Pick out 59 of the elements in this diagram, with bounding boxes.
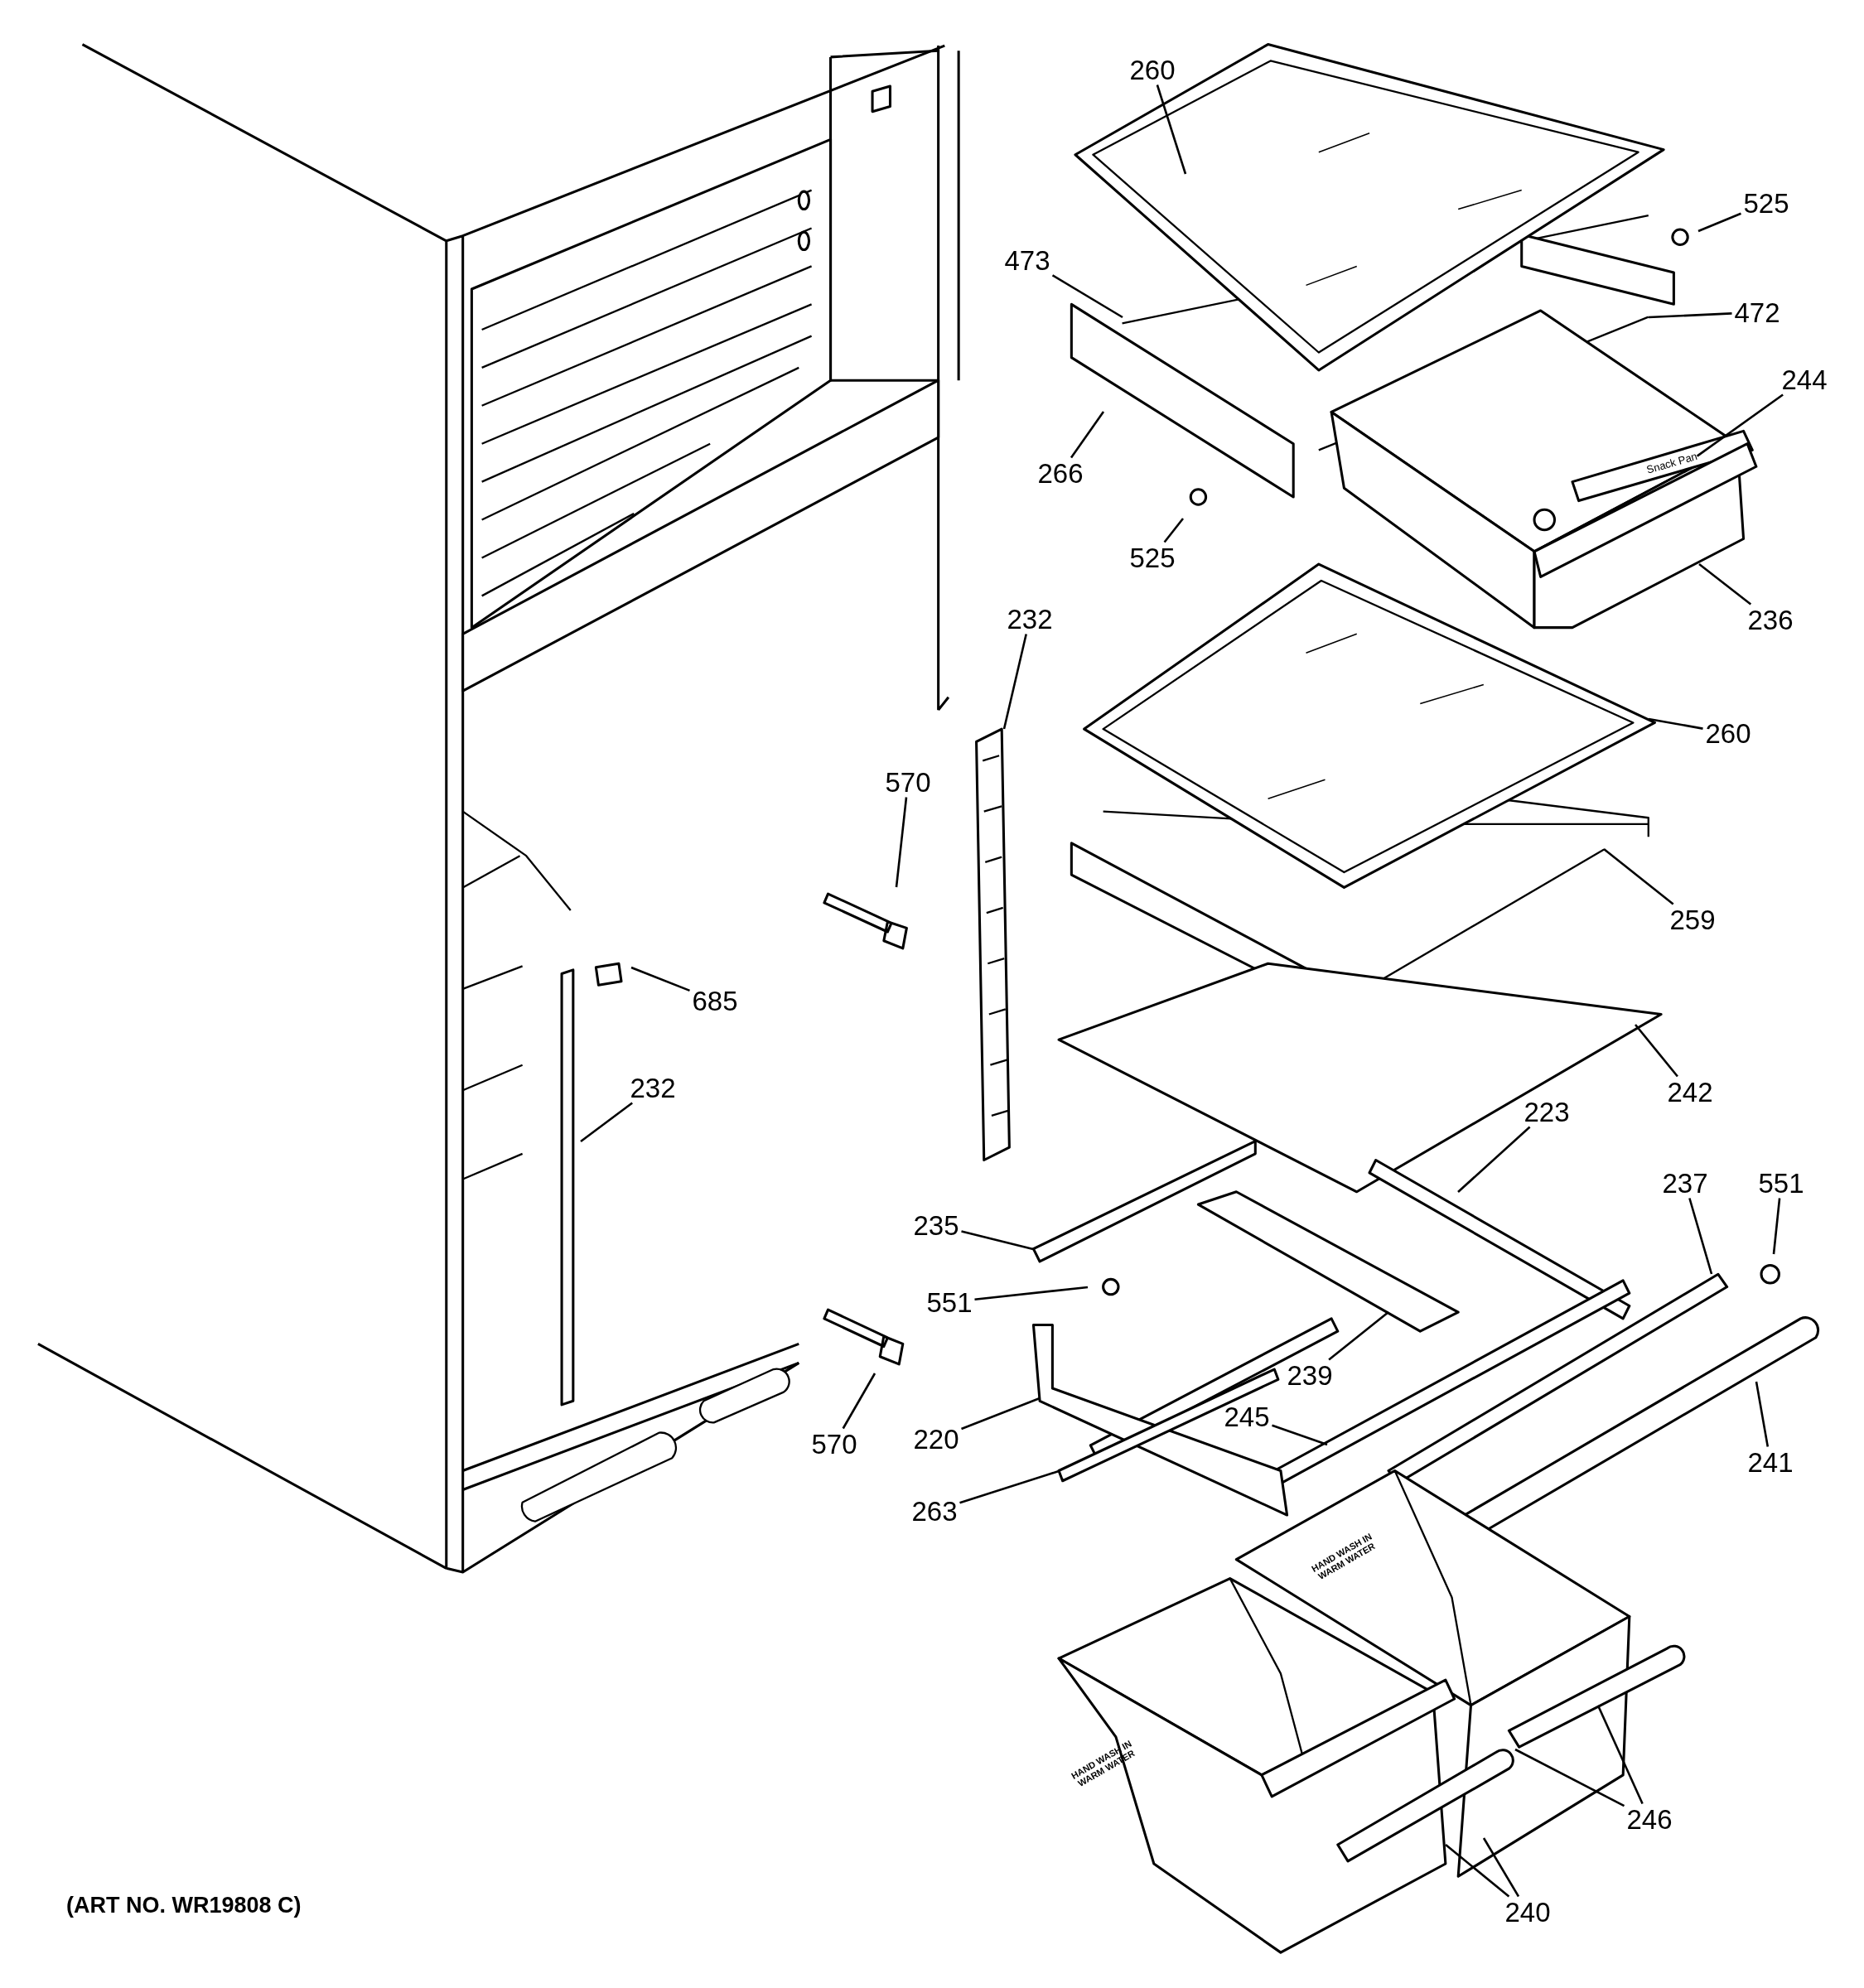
callout-number: 235 xyxy=(910,1209,962,1241)
callout-number: 239 xyxy=(1284,1359,1335,1391)
leader-line xyxy=(1156,84,1187,175)
leader-line xyxy=(1688,1198,1713,1275)
leader-line xyxy=(959,1469,1060,1504)
callout-number: 551 xyxy=(1755,1167,1807,1199)
callout-number: 259 xyxy=(1667,904,1718,935)
leader-line xyxy=(1457,1126,1531,1193)
callout-number: 244 xyxy=(1779,364,1830,395)
leader-line xyxy=(1328,1311,1389,1361)
leader-line xyxy=(1648,717,1703,730)
leader-line xyxy=(1648,312,1732,319)
art-number: (ART NO. WR19808 C) xyxy=(66,1893,302,1918)
leader-line xyxy=(1698,562,1752,606)
leader-line xyxy=(1596,1705,1644,1805)
leader-line xyxy=(1482,1837,1520,1898)
callout-number: 232 xyxy=(627,1072,678,1103)
callout-number: 263 xyxy=(909,1495,960,1527)
leader-line xyxy=(1002,634,1027,730)
leader-line xyxy=(1772,1198,1781,1255)
callout-number: 570 xyxy=(809,1428,860,1460)
callout-number: 237 xyxy=(1659,1167,1711,1199)
callout-number: 220 xyxy=(910,1423,962,1455)
callout-number: 551 xyxy=(924,1286,975,1318)
leader-line xyxy=(630,966,690,992)
callout-number: 685 xyxy=(689,985,741,1016)
leader-line xyxy=(1514,1748,1625,1807)
callout-number: 242 xyxy=(1664,1076,1716,1107)
leader-line xyxy=(1163,518,1185,543)
leader-line xyxy=(895,797,908,888)
callout-number: 525 xyxy=(1127,542,1178,573)
callout-number: 246 xyxy=(1624,1803,1675,1835)
leader-line xyxy=(842,1373,876,1430)
leader-line xyxy=(961,1230,1034,1251)
callout-number: 473 xyxy=(1002,244,1053,276)
callout-number: 260 xyxy=(1127,54,1178,85)
callout-number: 223 xyxy=(1521,1096,1572,1127)
callout-number: 236 xyxy=(1745,604,1796,635)
leader-line xyxy=(1070,411,1105,459)
leader-line xyxy=(974,1286,1089,1300)
callout-number: 241 xyxy=(1745,1446,1796,1478)
callout-number: 245 xyxy=(1221,1401,1272,1432)
imprint-text: Snack Pan xyxy=(1645,450,1699,476)
leader-line xyxy=(961,1397,1041,1431)
leader-line xyxy=(1603,848,1674,905)
leader-line xyxy=(1272,1424,1328,1446)
leader-line xyxy=(1755,1381,1770,1447)
leader-line xyxy=(1635,1024,1678,1078)
callout-number: 232 xyxy=(1004,603,1055,635)
leader-line xyxy=(580,1102,633,1143)
callout-number: 260 xyxy=(1702,717,1754,749)
callout-number: 472 xyxy=(1731,297,1783,328)
leader-line xyxy=(1445,1844,1510,1898)
leader-line xyxy=(1051,274,1123,319)
callout-number: 240 xyxy=(1502,1896,1553,1928)
callout-number: 266 xyxy=(1035,457,1086,489)
callout-number: 570 xyxy=(882,766,934,798)
leader-line xyxy=(1697,212,1741,233)
callout-number: 525 xyxy=(1741,187,1792,219)
